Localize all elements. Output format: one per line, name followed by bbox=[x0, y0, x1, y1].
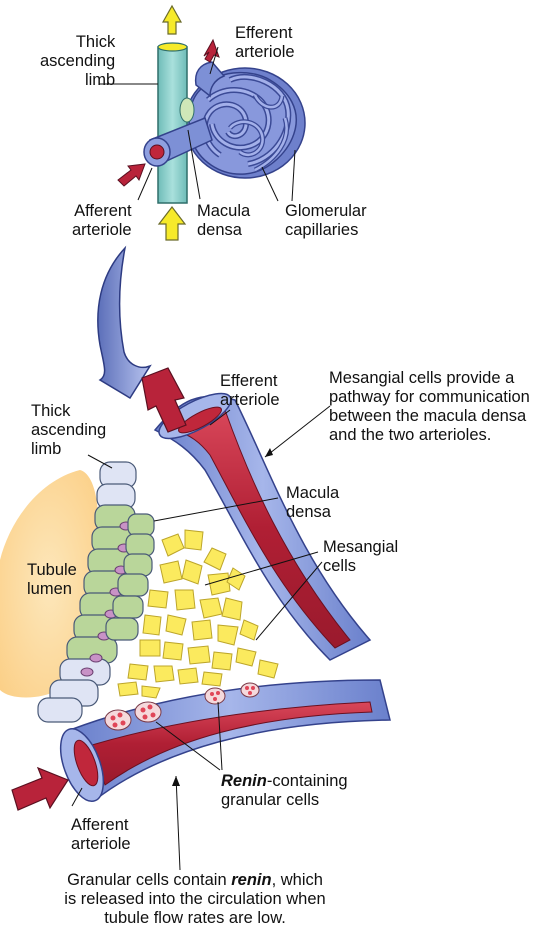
label-granular-note: Granular cells contain renin, which is r… bbox=[30, 871, 360, 928]
label-line: ascending bbox=[40, 52, 116, 70]
label-top-thick-ascending-limb: Thick ascending limb bbox=[40, 33, 115, 90]
label-line: Thick bbox=[75, 33, 116, 51]
renin-granular-cells bbox=[104, 682, 260, 731]
thick-ascending-limb-tube bbox=[157, 46, 188, 204]
mesangial-cells-cluster bbox=[117, 529, 279, 699]
efferent-arteriole-illustration bbox=[153, 392, 372, 661]
label-line: Afferent bbox=[71, 816, 129, 834]
label-line: Efferent bbox=[235, 24, 293, 42]
label-line: densa bbox=[197, 221, 242, 239]
label-line: limb bbox=[31, 440, 62, 458]
note-post: , which bbox=[271, 871, 323, 889]
efferent-arteriole-top bbox=[194, 61, 226, 98]
renin-bold: Renin bbox=[221, 772, 267, 790]
label-line: and the two arterioles. bbox=[329, 426, 492, 444]
label-tubule-lumen: Tubule lumen bbox=[27, 561, 77, 599]
note-pre: Granular cells contain bbox=[67, 871, 232, 889]
label-line: Efferent bbox=[220, 372, 278, 390]
label-top-macula-densa: Macula densa bbox=[197, 202, 250, 240]
label-line: Granular cells contain renin, which bbox=[30, 871, 360, 890]
flow-arrow-up-bottom bbox=[157, 206, 187, 241]
label-line: Mesangial bbox=[323, 538, 399, 556]
label-bottom-afferent-arteriole: Afferent arteriole bbox=[71, 816, 131, 854]
label-mesangial-cells: Mesangial cells bbox=[323, 538, 398, 576]
tubule-epithelium bbox=[37, 461, 155, 723]
label-line: granular cells bbox=[221, 791, 320, 809]
label-line: cells bbox=[323, 557, 357, 575]
leader-arrowhead-granular-note bbox=[172, 776, 180, 786]
label-line: tubule flow rates are low. bbox=[104, 909, 286, 927]
detail-section bbox=[0, 367, 391, 871]
zoom-arrow bbox=[97, 245, 152, 400]
label-line: arteriole bbox=[72, 221, 132, 239]
leader-arrowhead-mesangial-note bbox=[265, 448, 273, 457]
label-line: densa bbox=[286, 503, 331, 521]
renin-bold-note: renin bbox=[231, 871, 272, 889]
label-line: capillaries bbox=[285, 221, 359, 239]
efferent-arrow-small bbox=[203, 38, 220, 63]
label-line: between the macula densa bbox=[329, 407, 527, 425]
label-top-glomerular-capillaries: Glomerular capillaries bbox=[285, 202, 367, 240]
label-line: is released into the circulation when bbox=[64, 890, 326, 908]
flow-arrow-up-top bbox=[161, 4, 183, 35]
label-line: limb bbox=[84, 71, 116, 89]
top-overview bbox=[99, 4, 306, 241]
label-line: Macula bbox=[286, 484, 340, 502]
label-bottom-macula-densa: Macula densa bbox=[286, 484, 339, 522]
label-line: Tubule bbox=[27, 561, 77, 579]
label-line: Mesangial cells provide a bbox=[329, 369, 515, 387]
label-line: Afferent bbox=[74, 202, 132, 220]
label-line: ascending bbox=[31, 421, 107, 439]
label-line: Macula bbox=[197, 202, 251, 220]
label-line: Glomerular bbox=[285, 202, 367, 220]
afferent-flow-arrow bbox=[11, 766, 69, 811]
label-line: arteriole bbox=[71, 835, 131, 853]
efferent-flow-arrow bbox=[141, 367, 187, 433]
label-line: lumen bbox=[27, 580, 72, 598]
label-bottom-thick-ascending-limb: Thick ascending limb bbox=[31, 402, 106, 459]
label-line: arteriole bbox=[220, 391, 280, 409]
renin-rest: -containing bbox=[266, 772, 348, 790]
afferent-arrow-small bbox=[117, 163, 146, 187]
label-mesangial-note: Mesangial cells provide a pathway for co… bbox=[329, 369, 530, 445]
label-line: arteriole bbox=[235, 43, 295, 61]
label-top-efferent-arteriole: Efferent arteriole bbox=[235, 24, 295, 62]
label-line: Thick bbox=[31, 402, 71, 420]
label-line: Renin-containing bbox=[221, 772, 348, 791]
label-bottom-efferent-arteriole: Efferent arteriole bbox=[220, 372, 280, 410]
label-renin-granular-cells: Renin-containing granular cells bbox=[221, 772, 348, 810]
label-line: pathway for communication bbox=[329, 388, 530, 406]
label-top-afferent-arteriole: Afferent arteriole bbox=[72, 202, 132, 240]
